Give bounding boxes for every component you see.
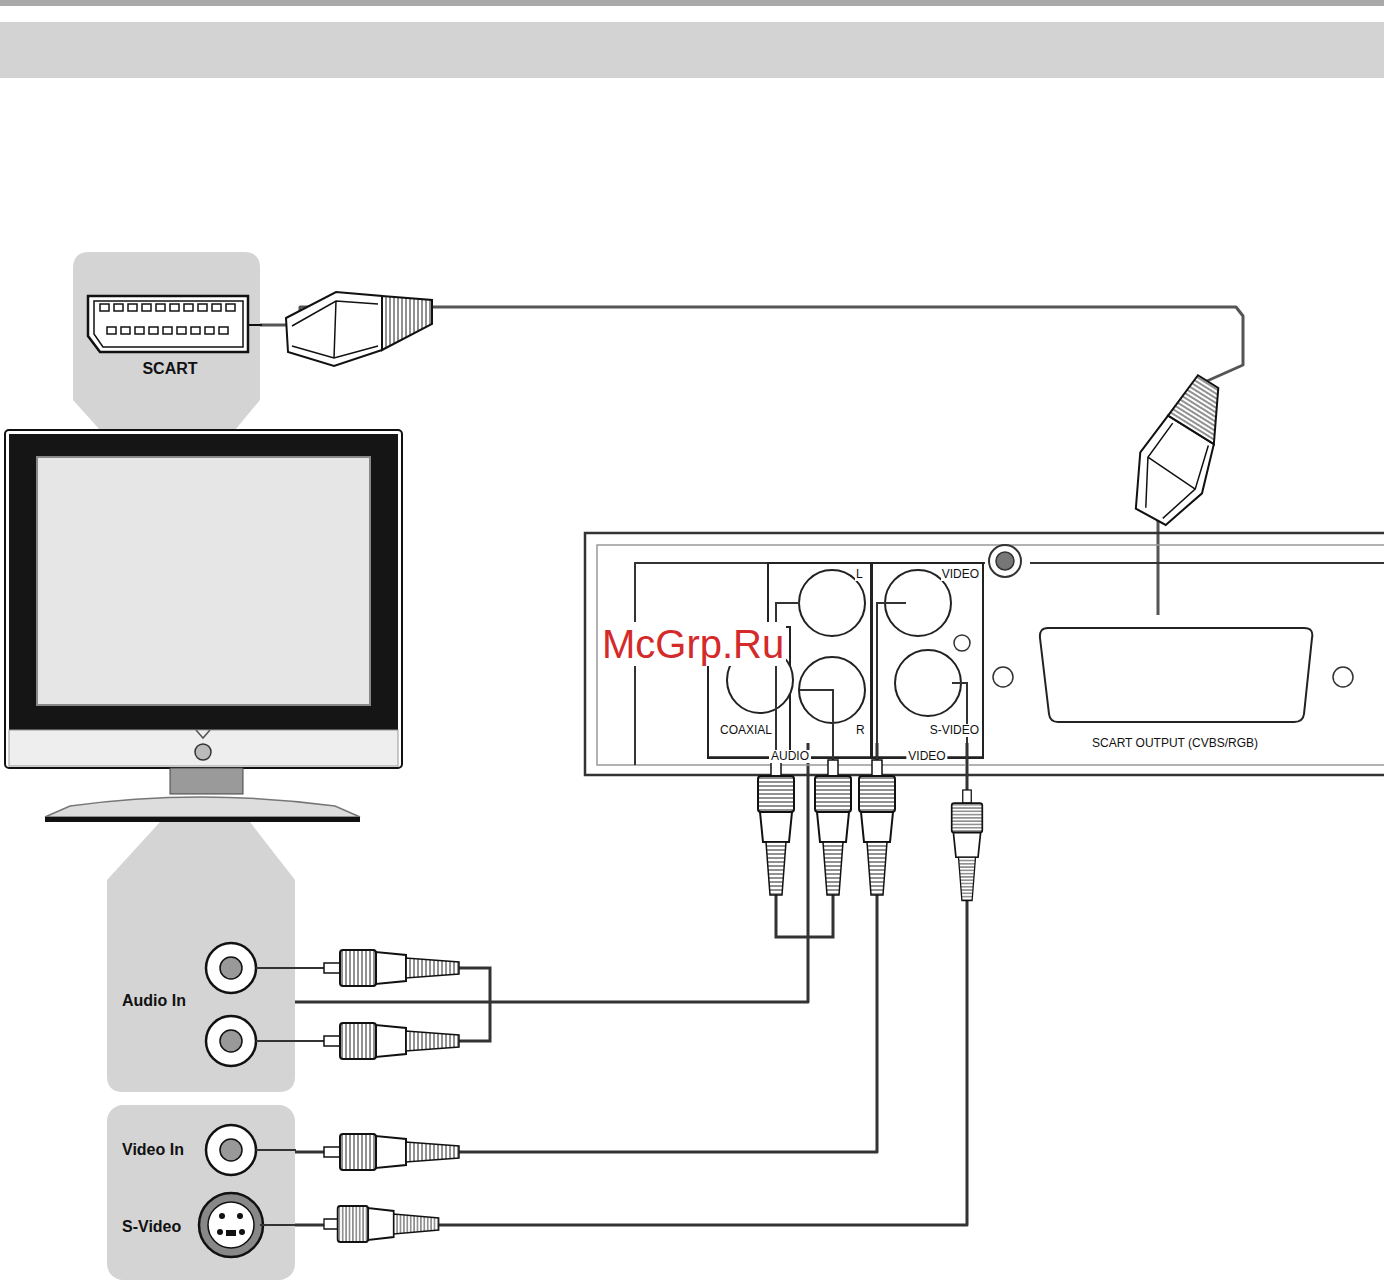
dvd-rear-panel (989, 545, 1021, 577)
audio-in-panel: Audio In (107, 880, 295, 1092)
dvd-side-plugs (758, 760, 982, 901)
tv-side-wires (256, 968, 326, 1225)
dvd-side-plugs (859, 760, 895, 895)
scart-output-socket (1040, 628, 1312, 722)
leader-wires (877, 603, 906, 762)
tv-side-plugs (324, 1206, 439, 1242)
node-text: R (855, 724, 866, 737)
tv-side-plugs (324, 1023, 459, 1059)
node-text: VIDEO (941, 568, 980, 581)
dvd-rear-panel (585, 533, 1384, 775)
leader-wires (952, 683, 967, 792)
tv-scart-socket (88, 296, 248, 352)
dvd-jack-boxes (872, 563, 983, 758)
television (37, 457, 370, 705)
tv-jacks (199, 1193, 263, 1257)
node-text: SCART OUTPUT (CVBS/RGB) (1091, 737, 1259, 750)
television (45, 797, 360, 817)
dvd-rear-panel (597, 545, 1384, 765)
scart-plugs (286, 292, 432, 366)
tv-side-wires (256, 968, 490, 1225)
tv-jacks (208, 1202, 254, 1248)
header-bars (0, 22, 1384, 78)
tv-jacks (219, 1213, 225, 1219)
callout-panels (107, 822, 295, 1092)
group-label: AUDIO (769, 750, 811, 763)
watermark: McGrp.Ru (600, 622, 786, 666)
tv-scart-socket (105, 326, 231, 335)
tv-jacks (206, 943, 256, 993)
cable (295, 743, 808, 1002)
video-jack-group: VIDEO S-VIDEO (872, 563, 983, 743)
tv-scart-socket (94, 301, 243, 347)
dvd-rear-panel (996, 552, 1014, 570)
television (195, 744, 211, 760)
tv-jacks (217, 1229, 223, 1235)
television (9, 730, 398, 766)
dvd-rear-panel (954, 635, 970, 651)
tv-scart-socket (248, 324, 262, 326)
scart-plugs (286, 292, 1254, 534)
tv-jacks (220, 957, 242, 979)
node-text: Video In (121, 1141, 185, 1159)
node-text: S-VIDEO (929, 724, 980, 737)
tv-jacks (220, 1139, 242, 1161)
group-label: VIDEO (906, 750, 947, 763)
video-in-panel: Video In S-Video (107, 1105, 295, 1280)
node-text: S-Video (121, 1218, 182, 1236)
cable (295, 743, 877, 1152)
scart-output-socket (1040, 628, 1312, 722)
television (196, 730, 210, 738)
television (5, 430, 402, 822)
callout-panels (107, 1105, 295, 1280)
header-bars (0, 0, 1384, 78)
cable (260, 307, 1243, 615)
tv-scart-socket (98, 303, 238, 312)
scart-output: SCART OUTPUT (CVBS/RGB) (1030, 615, 1320, 760)
tv-scart-socket (88, 296, 262, 352)
leader-wires (776, 895, 833, 937)
tv-jacks (199, 943, 263, 1257)
node-text: COAXIAL (719, 724, 773, 737)
television (170, 768, 243, 794)
callout-panels (73, 252, 260, 430)
tv-side-plugs (324, 950, 459, 986)
node-text: SCART (141, 360, 198, 378)
television (9, 434, 398, 730)
scart-plugs (1114, 371, 1254, 534)
tv-jacks (237, 1213, 243, 1219)
tv-side-plugs (324, 950, 459, 1242)
header-bars (0, 0, 1384, 6)
tv-jacks (226, 1230, 236, 1236)
television (5, 430, 402, 768)
tv-jacks (220, 1030, 242, 1052)
dvd-side-plugs (758, 760, 794, 895)
dvd-rear-panel (1030, 562, 1384, 564)
tv-jacks (239, 1229, 245, 1235)
scart-panel: SCART (73, 252, 260, 402)
dvd-jacks (895, 650, 961, 716)
television (45, 817, 360, 822)
dvd-rear-panel (1333, 667, 1353, 687)
leader-wires (776, 603, 967, 937)
dvd-rear-panel (585, 533, 1384, 775)
tv-jacks (206, 1125, 256, 1175)
tv-side-plugs (324, 1134, 459, 1170)
cable (295, 743, 967, 1225)
dvd-rear-panel (993, 667, 1013, 687)
node-text: Audio In (121, 992, 187, 1010)
dvd-side-plugs (952, 790, 983, 901)
node-text: L (855, 568, 864, 581)
tv-jacks (206, 1016, 256, 1066)
tv-side-wires (458, 968, 490, 1041)
dvd-side-plugs (815, 760, 851, 895)
